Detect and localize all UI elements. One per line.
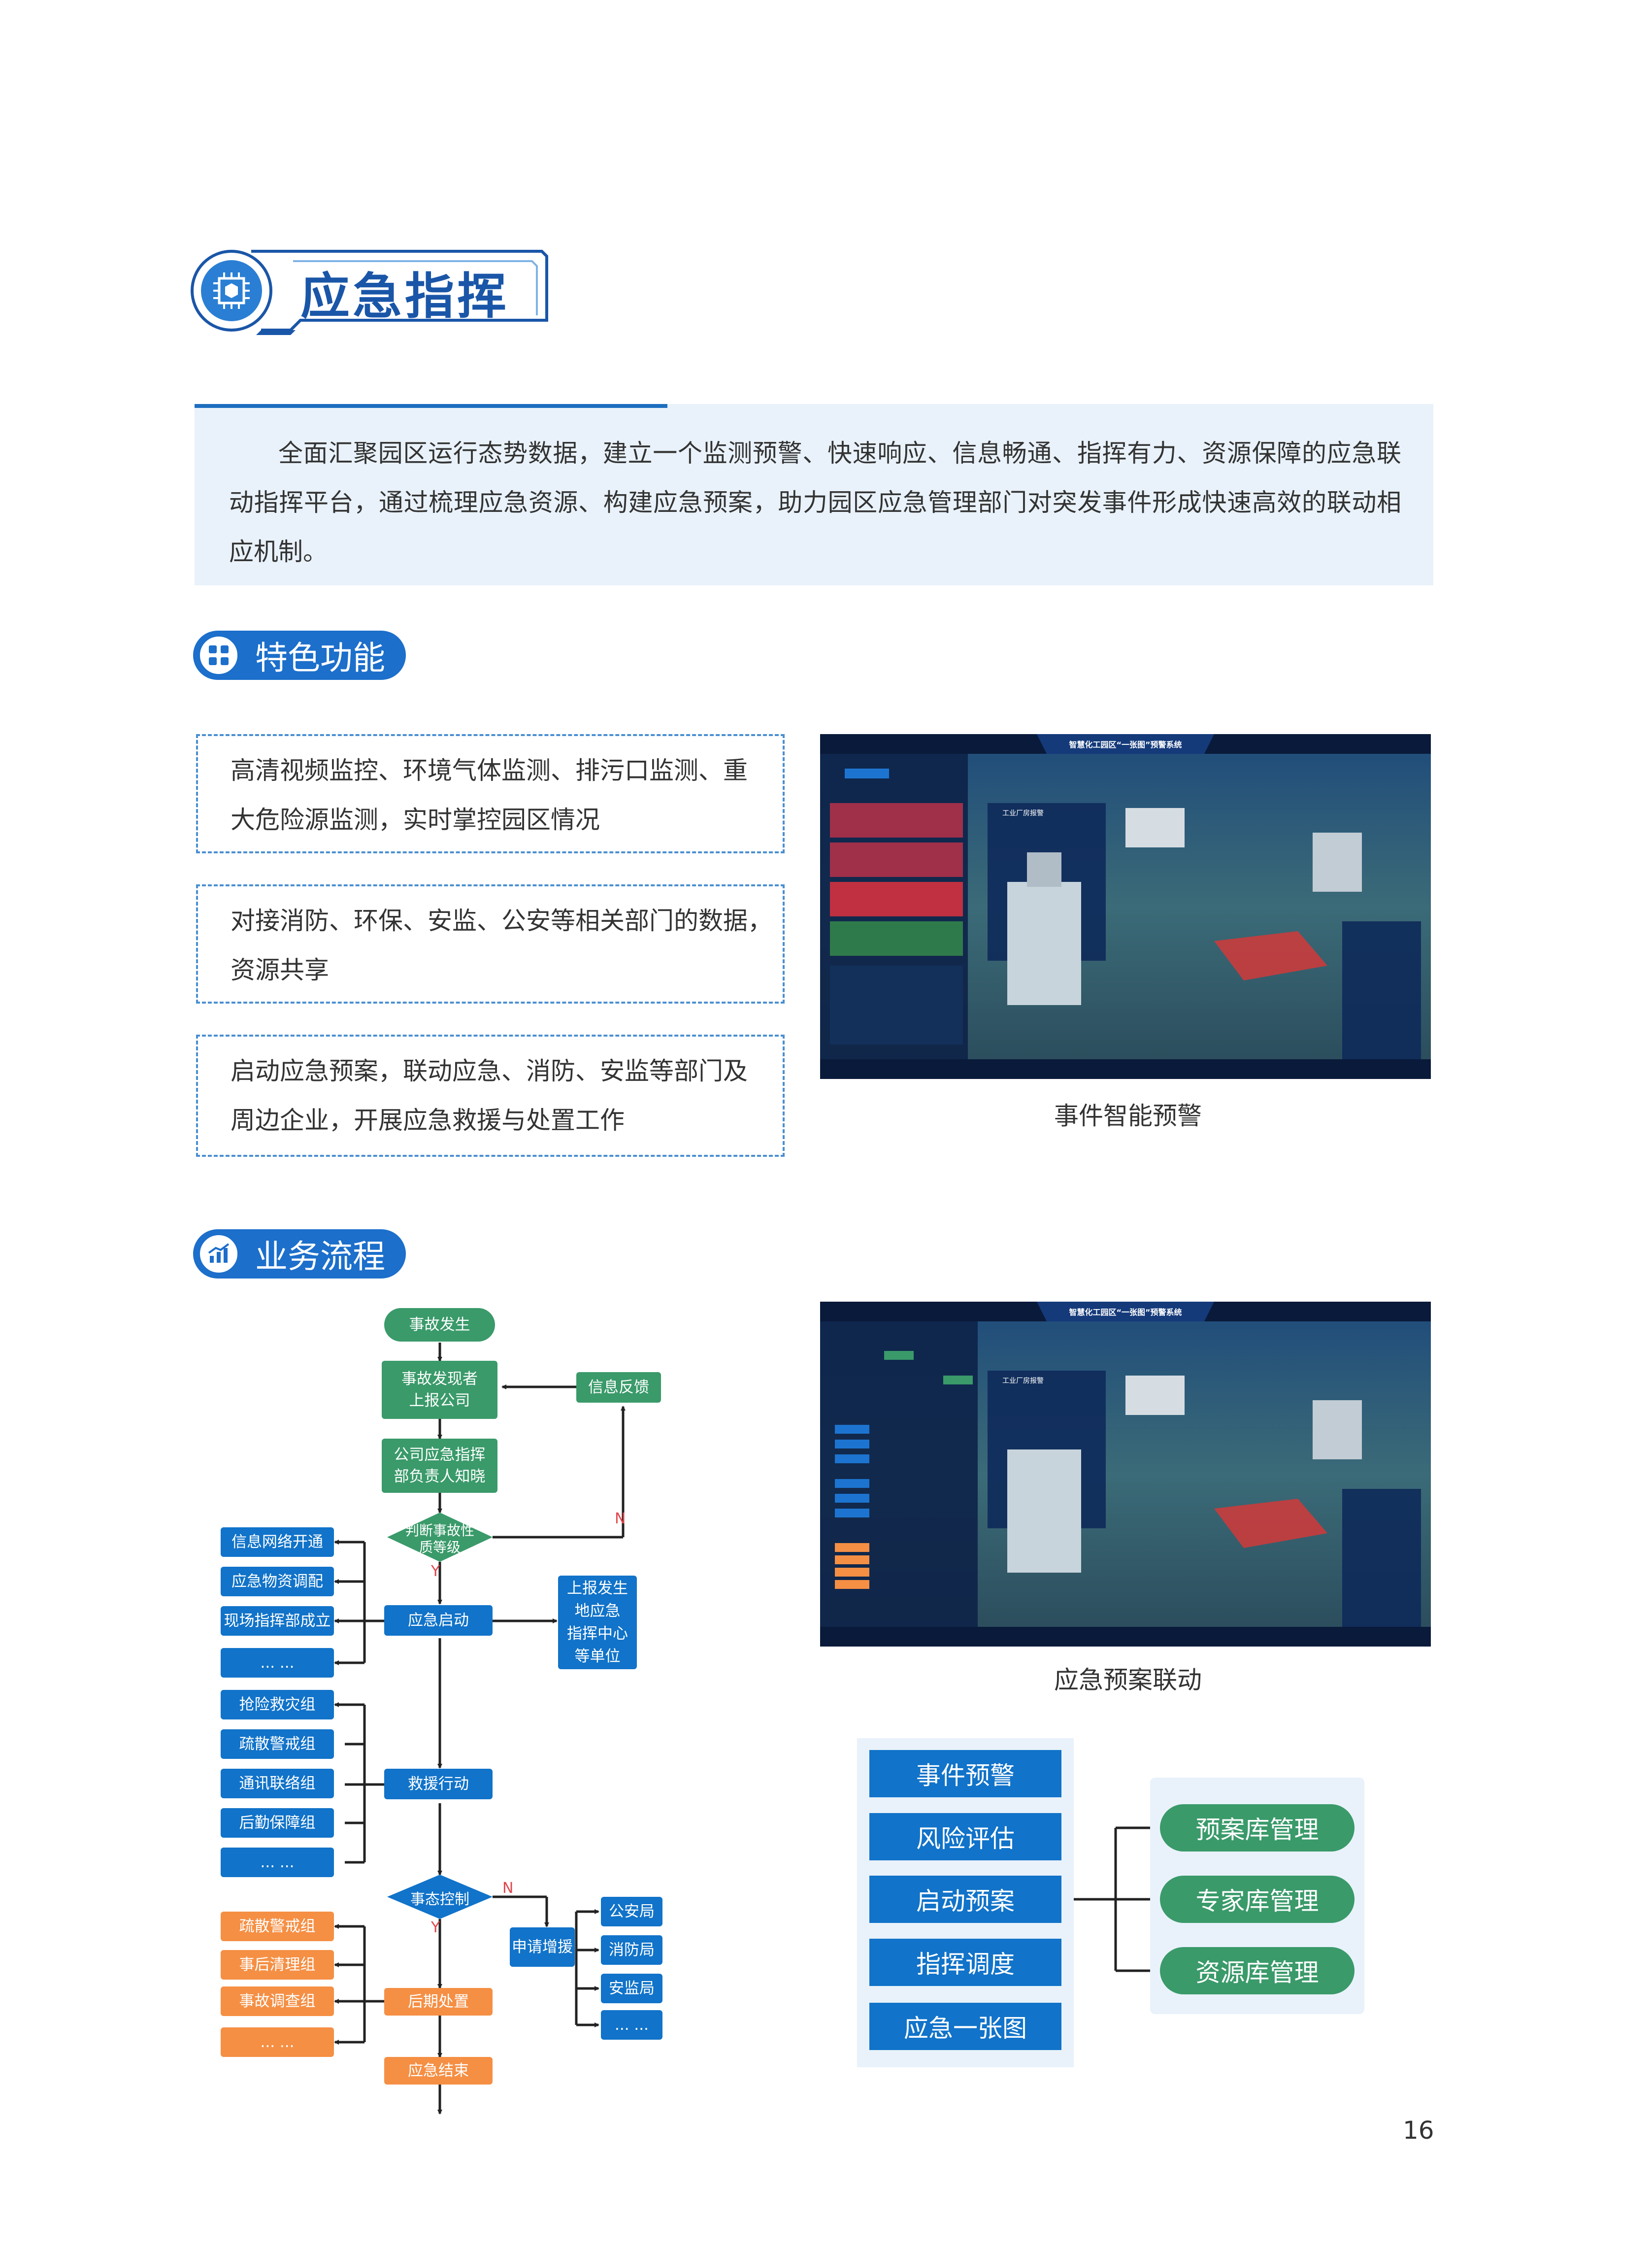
flow-left3-item-2: 事后清理组 bbox=[221, 1950, 334, 1980]
features-section-title: 特色功能 bbox=[255, 639, 385, 677]
flow-aftermath: 后期处置 bbox=[384, 1988, 493, 2016]
flow-yes-label: Y bbox=[431, 1563, 440, 1580]
module-expert-library: 专家库管理 bbox=[1160, 1876, 1355, 1923]
process-section-title: 业务流程 bbox=[255, 1238, 385, 1276]
flow-no-label-2: N bbox=[502, 1880, 514, 1897]
flow-end: 应急结束 bbox=[384, 2057, 493, 2085]
dashboard-screenshot-1: 智慧化工园区“一张图”预警系统 工业厂房报警 bbox=[820, 734, 1431, 1079]
intro-text: 全面汇聚园区运行态势数据，建立一个监测预警、快速响应、信息畅通、指挥有力、资源保… bbox=[229, 439, 1401, 566]
control-diamond bbox=[387, 1875, 493, 1919]
flow-launch: 应急启动 bbox=[384, 1605, 493, 1636]
flow-no-label: N bbox=[615, 1510, 626, 1527]
module-dispatch: 指挥调度 bbox=[869, 1939, 1061, 1986]
flow-report: 事故发现者 上报公司 bbox=[382, 1361, 497, 1419]
caption-1: 事件智能预警 bbox=[1054, 1102, 1202, 1130]
flow-left3-item-3: 事故调查组 bbox=[221, 1986, 334, 2016]
feature-3-line1: 启动应急预案，联动应急、消防、安监等部门及 bbox=[231, 1057, 748, 1085]
flow-right-item-4: ... ... bbox=[601, 2010, 662, 2040]
feature-box-3: 启动应急预案，联动应急、消防、安监等部门及 周边企业，开展应急救援与处置工作 bbox=[196, 1035, 785, 1157]
flow-right-item-3: 安监局 bbox=[601, 1974, 662, 2003]
flow-left2-item-3: 通讯联络组 bbox=[221, 1769, 334, 1798]
feature-1-line1: 高清视频监控、环境气体监测、排污口监测、重 bbox=[231, 756, 748, 785]
dashboard-2-popup-title: 工业厂房报警 bbox=[1002, 1377, 1044, 1385]
dashboard-1-title: 智慧化工园区“一张图”预警系统 bbox=[1069, 740, 1182, 749]
feature-2-line2: 资源共享 bbox=[231, 956, 329, 984]
chip-icon bbox=[209, 269, 254, 313]
dashboard-2-title: 智慧化工园区“一张图”预警系统 bbox=[1069, 1308, 1182, 1317]
module-launch-plan: 启动预案 bbox=[869, 1876, 1061, 1923]
feature-1-line2: 大危险源监测，实时掌控园区情况 bbox=[231, 806, 600, 834]
flow-left1-item-2: 应急物资调配 bbox=[221, 1567, 334, 1596]
flow-left1-item-3: 现场指挥部成立 bbox=[221, 1606, 334, 1636]
caption-2: 应急预案联动 bbox=[1054, 1666, 1202, 1694]
flow-request: 申请增援 bbox=[510, 1927, 575, 1967]
feature-box-2: 对接消防、环保、安监、公安等相关部门的数据， 资源共享 bbox=[196, 884, 785, 1004]
module-emergency-map: 应急一张图 bbox=[869, 2003, 1061, 2050]
intro-accent-line bbox=[195, 404, 667, 408]
flow-rescue: 救援行动 bbox=[384, 1769, 493, 1799]
flow-report-label: 事故发现者 上报公司 bbox=[401, 1370, 478, 1410]
flow-feedback: 信息反馈 bbox=[576, 1372, 661, 1403]
grid-icon bbox=[197, 634, 240, 677]
flow-left2-item-1: 抢险救灾组 bbox=[221, 1690, 334, 1719]
flow-notify: 公司应急指挥 部负责人知晓 bbox=[382, 1439, 497, 1493]
feature-2-line1: 对接消防、环保、安监、公安等相关部门的数据， bbox=[231, 907, 772, 935]
page-number: 16 bbox=[1403, 2116, 1434, 2145]
module-risk-assessment: 风险评估 bbox=[869, 1813, 1061, 1860]
dashboard-screenshot-2: 智慧化工园区“一张图”预警系统 工业厂房报警 bbox=[820, 1302, 1431, 1647]
intro-box bbox=[195, 404, 1433, 585]
feature-box-1: 高清视频监控、环境气体监测、排污口监测、重 大危险源监测，实时掌控园区情况 bbox=[196, 734, 785, 853]
dashboard-1-popup-title: 工业厂房报警 bbox=[1002, 809, 1044, 817]
flow-judge-label: 判断事故性 质等级 bbox=[405, 1522, 474, 1555]
flow-report-up-label: 上报发生 地应急 指挥中心 等单位 bbox=[567, 1580, 628, 1665]
flow-yes-label-2: Y bbox=[431, 1919, 440, 1936]
flow-start: 事故发生 bbox=[384, 1308, 495, 1342]
flow-left2-item-5: ... ... bbox=[221, 1848, 334, 1877]
flow-right-item-1: 公安局 bbox=[601, 1897, 662, 1926]
module-resource-library: 资源库管理 bbox=[1160, 1947, 1355, 1994]
feature-3-line2: 周边企业，开展应急救援与处置工作 bbox=[231, 1106, 625, 1135]
module-plan-library: 预案库管理 bbox=[1160, 1804, 1355, 1851]
flow-left2-item-4: 后勤保障组 bbox=[221, 1808, 334, 1838]
flow-left1-item-1: 信息网络开通 bbox=[221, 1527, 334, 1557]
features-section-header: 特色功能 bbox=[193, 631, 406, 680]
flow-right-item-2: 消防局 bbox=[601, 1935, 662, 1965]
chart-icon bbox=[197, 1232, 240, 1276]
module-event-warning: 事件预警 bbox=[869, 1750, 1061, 1797]
flow-left3-item-1: 疏散警戒组 bbox=[221, 1912, 334, 1941]
flow-report-up: 上报发生 地应急 指挥中心 等单位 bbox=[558, 1576, 637, 1669]
flow-left2-item-2: 疏散警戒组 bbox=[221, 1729, 334, 1759]
flow-left1-item-4: ... ... bbox=[221, 1648, 334, 1678]
flow-notify-label: 公司应急指挥 部负责人知晓 bbox=[394, 1446, 486, 1485]
process-section-header: 业务流程 bbox=[193, 1229, 406, 1279]
judge-diamond bbox=[387, 1513, 493, 1562]
flow-control-label: 事态控制 bbox=[410, 1891, 469, 1908]
page-title: 应急指挥 bbox=[300, 268, 509, 325]
flow-left3-item-4: ... ... bbox=[221, 2027, 334, 2057]
